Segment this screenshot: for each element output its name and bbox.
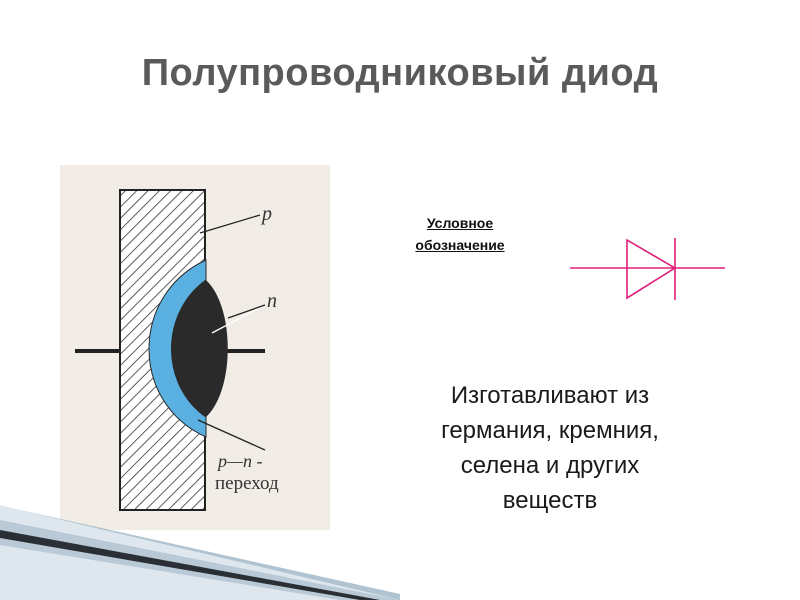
- label-n: n: [267, 290, 277, 312]
- label-p: p: [260, 203, 272, 225]
- materials-line3: селена и других: [460, 452, 640, 479]
- symbol-caption-line2: обозначение: [415, 237, 505, 253]
- symbol-triangle: [626, 238, 677, 300]
- label-pn-junction-word: переход: [215, 473, 279, 494]
- materials-line1: Изготавливают из: [450, 382, 650, 409]
- slide-title: Полупроводниковый диод: [141, 52, 659, 94]
- materials-text: Изготавливают из германия, кремния, селе…: [395, 378, 705, 518]
- symbol-caption-line1: Условное: [426, 215, 494, 231]
- materials-line2: германия, кремния,: [441, 417, 659, 444]
- decorative-corner-swoosh: [0, 505, 400, 600]
- leader-pn: [197, 419, 266, 451]
- diode-structure-diagram: p n p—n - переход: [60, 165, 330, 530]
- symbol-caption: Условное обозначение: [385, 212, 535, 256]
- materials-line4: веществ: [502, 487, 598, 514]
- leader-n: [211, 304, 266, 334]
- diode-symbol: [570, 238, 725, 300]
- n-region-lens: [171, 280, 228, 417]
- leader-n-outer: [227, 304, 266, 319]
- label-pn-junction: p—n -: [216, 451, 263, 471]
- leader-p: [199, 214, 261, 234]
